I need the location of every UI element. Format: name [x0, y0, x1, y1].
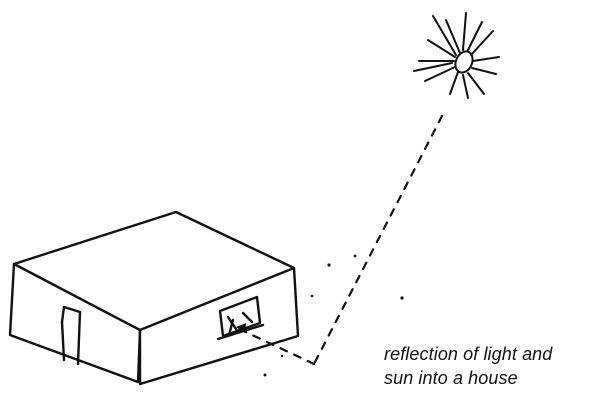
light-path: [235, 116, 442, 364]
sun-rays: [414, 13, 499, 98]
house-icon: [10, 212, 298, 384]
diagram-caption: reflection of light and sun into a house: [384, 342, 594, 390]
house-front-wall: [10, 264, 140, 382]
reflected-ray-into-window: [235, 327, 314, 364]
incoming-sun-ray: [314, 116, 442, 364]
house-side-wall: [140, 268, 298, 384]
house-roof-outline: [14, 212, 294, 330]
sun-icon: [414, 13, 499, 98]
caption-line-2: sun into a house: [384, 366, 594, 390]
caption-line-1: reflection of light and: [384, 342, 594, 366]
